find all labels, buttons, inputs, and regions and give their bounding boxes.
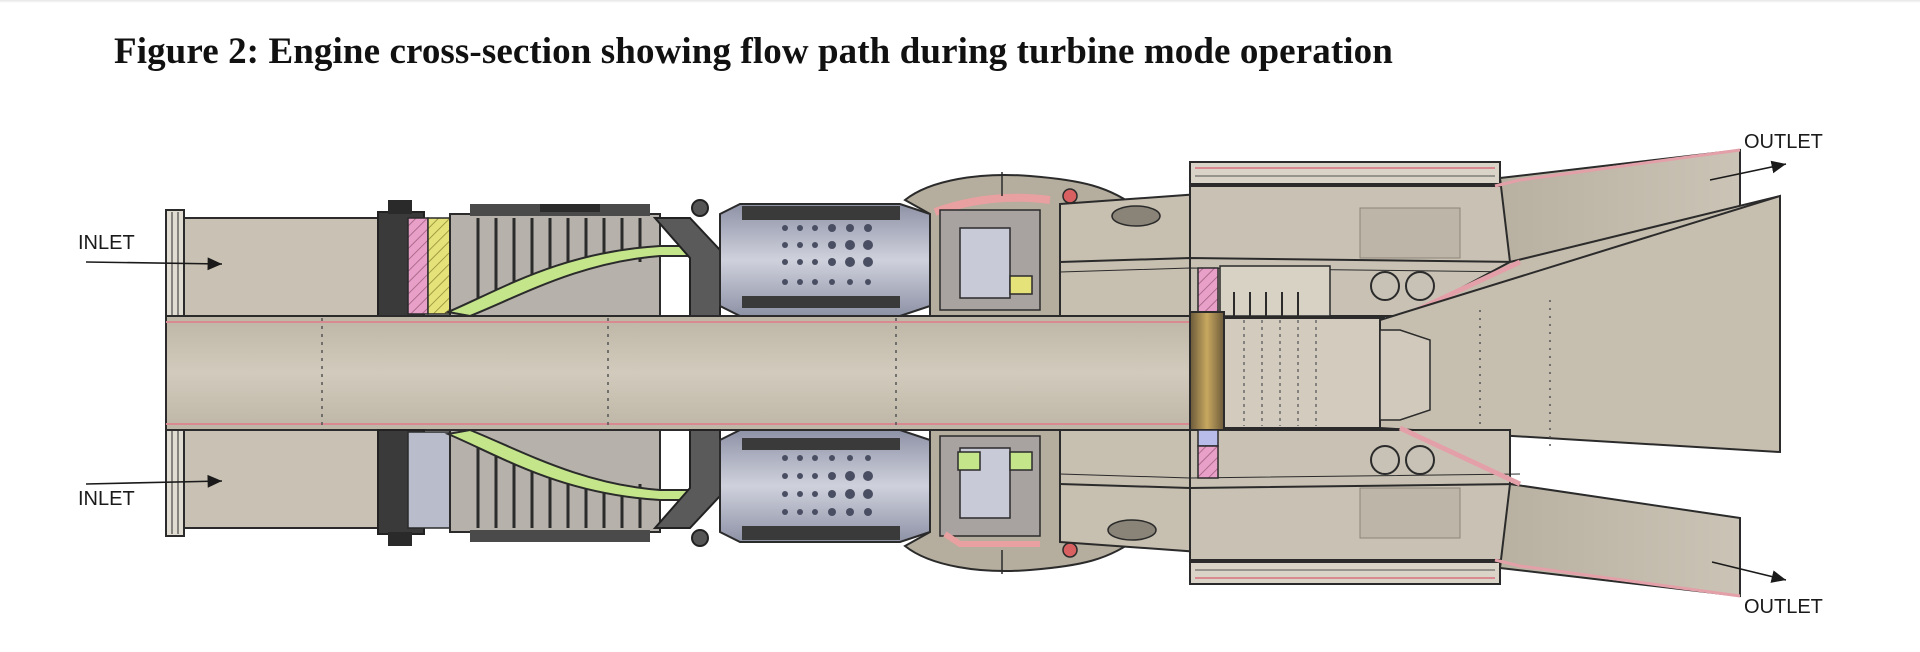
inlet-label-top: INLET (78, 232, 135, 254)
outlet-nozzle-lower (1498, 482, 1741, 598)
lower-half (165, 425, 1741, 598)
rear-casing-lower (1189, 429, 1511, 561)
outlet-label-top: OUTLET (1744, 131, 1823, 153)
inlet-duct-lower (179, 429, 381, 529)
combustor-holes-lower (782, 455, 873, 516)
seal-yellow-upper (427, 217, 451, 315)
central-shaft (165, 194, 1781, 454)
inlet-flange-lower (165, 429, 185, 537)
compressor-casing-lower (449, 429, 661, 533)
outlet-arrow-bottom (1711, 561, 1787, 583)
inlet-duct-upper (179, 217, 381, 317)
seal-pink-upper (407, 217, 429, 315)
outlet-label-bottom: OUTLET (1744, 596, 1823, 618)
flow-arrows (85, 160, 1787, 583)
top-edge (0, 0, 1920, 3)
inlet-label-bottom: INLET (78, 488, 135, 510)
turbine-disc (1189, 311, 1225, 437)
inlet-arrow-bottom (85, 474, 223, 488)
combustor-holes-upper (782, 224, 873, 285)
inlet-arrow-top (85, 257, 223, 271)
figure-title: Figure 2: Engine cross-section showing f… (114, 31, 1393, 72)
outlet-arrow-top (1709, 160, 1787, 181)
